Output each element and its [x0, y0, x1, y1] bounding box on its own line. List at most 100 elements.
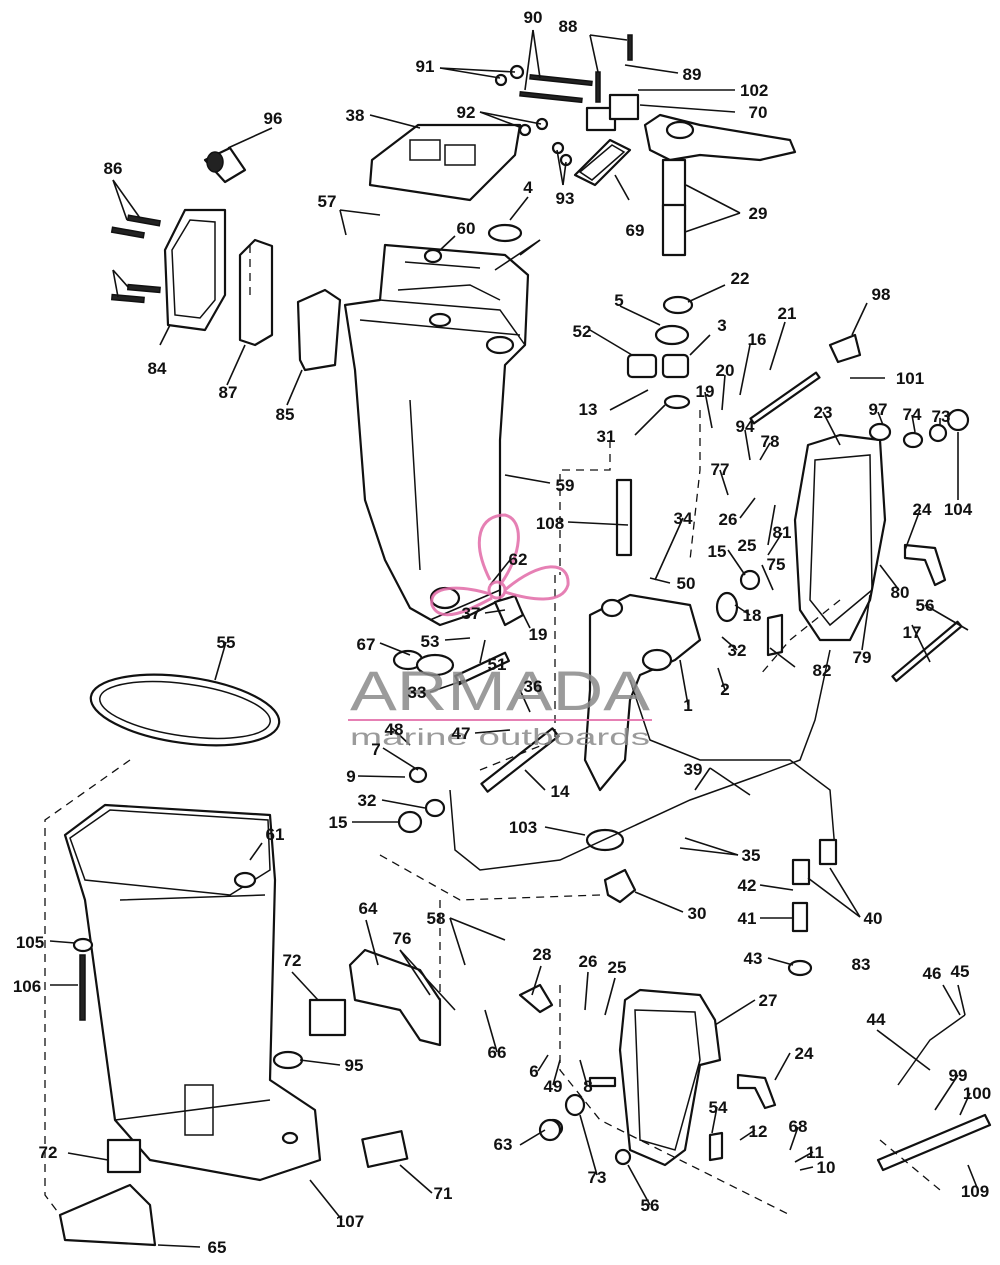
callout-50: 50 — [677, 574, 696, 593]
callout-67: 67 — [357, 635, 376, 654]
armada-watermark: ARMADA marine outboards — [348, 513, 652, 750]
callout-32a: 32 — [728, 641, 747, 660]
callout-72a: 72 — [283, 951, 302, 970]
callout-94: 94 — [736, 417, 755, 436]
callout-88: 88 — [559, 17, 578, 36]
callout-29: 29 — [749, 204, 768, 223]
callout-70: 70 — [749, 103, 768, 122]
callout-25a: 25 — [738, 536, 757, 555]
callout-48: 48 — [385, 720, 404, 739]
callout-63: 63 — [494, 1135, 513, 1154]
callout-81: 81 — [773, 523, 792, 542]
callout-58: 58 — [427, 909, 446, 928]
callout-61: 61 — [266, 825, 285, 844]
callout-24a: 24 — [913, 500, 932, 519]
callout-78: 78 — [761, 432, 780, 451]
callout-7: 7 — [371, 740, 380, 759]
callout-96: 96 — [264, 109, 283, 128]
callout-33: 33 — [408, 683, 427, 702]
callout-62: 62 — [509, 550, 528, 569]
callout-106: 106 — [13, 977, 41, 996]
callout-31: 31 — [597, 427, 616, 446]
callout-36: 36 — [524, 677, 543, 696]
callout-37: 37 — [462, 604, 481, 623]
callout-101: 101 — [896, 369, 924, 388]
callout-25b: 25 — [608, 958, 627, 977]
callout-8: 8 — [583, 1077, 592, 1096]
callout-41: 41 — [738, 909, 757, 928]
callout-46: 46 — [923, 964, 942, 983]
callout-105: 105 — [16, 933, 44, 952]
callout-labels: 90 88 91 89 102 70 92 38 96 93 4 69 29 8… — [13, 8, 991, 1257]
callout-42: 42 — [738, 876, 757, 895]
callout-71: 71 — [434, 1184, 453, 1203]
callout-82: 82 — [813, 661, 832, 680]
callout-72b: 72 — [39, 1143, 58, 1162]
callout-83: 83 — [852, 955, 871, 974]
callout-64: 64 — [359, 899, 378, 918]
callout-2: 2 — [720, 680, 729, 699]
callout-45: 45 — [951, 962, 970, 981]
callout-57a: 57 — [318, 192, 337, 211]
leader-lines — [49, 29, 979, 1248]
callout-53: 53 — [421, 632, 440, 651]
callout-38: 38 — [346, 106, 365, 125]
callout-69: 69 — [626, 221, 645, 240]
callout-32b: 32 — [358, 791, 377, 810]
callout-47: 47 — [452, 724, 471, 743]
callout-91: 91 — [416, 57, 435, 76]
callout-15b: 15 — [329, 813, 348, 832]
callout-20: 20 — [716, 361, 735, 380]
callout-74: 74 — [903, 405, 922, 424]
callout-56b: 56 — [641, 1196, 660, 1215]
callout-92: 92 — [457, 103, 476, 122]
callout-52: 52 — [573, 322, 592, 341]
callout-16: 16 — [748, 330, 767, 349]
exhaust-housing — [343, 243, 530, 627]
callout-14: 14 — [551, 782, 570, 801]
callout-66: 66 — [488, 1043, 507, 1062]
callout-19a: 19 — [696, 382, 715, 401]
callout-65: 65 — [208, 1238, 227, 1257]
callout-87: 87 — [219, 383, 238, 402]
callout-86a: 86 — [104, 159, 123, 178]
callout-22: 22 — [731, 269, 750, 288]
callout-15a: 15 — [708, 542, 727, 561]
callout-49: 49 — [544, 1077, 563, 1096]
callout-55: 55 — [217, 633, 236, 652]
callout-23: 23 — [814, 403, 833, 422]
assembly-lines — [44, 245, 941, 1216]
callout-89: 89 — [683, 65, 702, 84]
callout-108: 108 — [536, 514, 564, 533]
callout-73b: 73 — [588, 1168, 607, 1187]
callout-39: 39 — [684, 760, 703, 779]
callout-54: 54 — [709, 1098, 728, 1117]
callout-84: 84 — [148, 359, 167, 378]
callout-56a: 56 — [916, 596, 935, 615]
callout-99: 99 — [949, 1066, 968, 1085]
callout-77: 77 — [711, 460, 730, 479]
watermark-tagline: marine outboards — [350, 724, 650, 750]
propeller-logo-icon — [430, 513, 570, 617]
callout-9: 9 — [346, 767, 355, 786]
callout-68: 68 — [789, 1117, 808, 1136]
watermark-brand: ARMADA — [350, 659, 651, 722]
callout-100: 100 — [963, 1084, 991, 1103]
callout-85: 85 — [276, 405, 295, 424]
callout-98: 98 — [872, 285, 891, 304]
callout-26b: 26 — [579, 952, 598, 971]
callout-5: 5 — [614, 291, 623, 310]
callout-28: 28 — [533, 945, 552, 964]
callout-27: 27 — [759, 991, 778, 1010]
callout-103: 103 — [509, 818, 537, 837]
callout-10: 10 — [817, 1158, 836, 1177]
callout-95: 95 — [345, 1056, 364, 1075]
callout-104: 104 — [944, 500, 973, 519]
callout-19b: 19 — [529, 625, 548, 644]
callout-75: 75 — [767, 555, 786, 574]
callout-18: 18 — [743, 606, 762, 625]
callout-97: 97 — [869, 400, 888, 419]
callout-107: 107 — [336, 1212, 364, 1231]
callout-80: 80 — [891, 583, 910, 602]
